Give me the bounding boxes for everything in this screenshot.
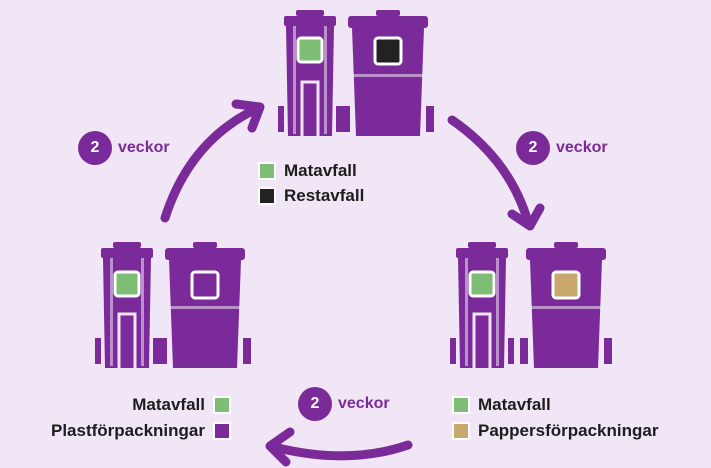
legend-item-top-1: Matavfall: [258, 161, 357, 181]
bin-color-label: [296, 36, 324, 64]
bin-color-label: [551, 270, 581, 300]
arrow-left-to-top-head: [231, 99, 265, 133]
legend-label: Matavfall: [284, 161, 357, 180]
large-bin: [159, 242, 251, 368]
arrow-right-to-left: [273, 440, 413, 461]
legend-label: Plastförpackningar: [51, 421, 205, 440]
legend-swatch: [452, 422, 470, 440]
arrow-top-to-right-head: [507, 203, 545, 231]
legend-swatch: [452, 396, 470, 414]
legend-item-top-2: Restavfall: [258, 186, 364, 206]
bin-color-label: [190, 270, 220, 300]
legend-label: Restavfall: [284, 186, 365, 205]
interval-number: 2: [516, 131, 550, 165]
small-bin: [93, 240, 161, 370]
interval-badge-bottom: 2 veckor: [298, 387, 390, 421]
arrow-left-to-top: [160, 103, 263, 223]
legend-label: Pappersförpackningar: [478, 421, 659, 440]
interval-number: 2: [78, 131, 112, 165]
arrow-top-to-right: [447, 115, 533, 227]
interval-badge-top-right: 2 veckor: [516, 131, 608, 165]
station-right: [448, 240, 612, 370]
legend-item-left-1: Matavfall: [132, 395, 231, 415]
bin-color-label: [468, 270, 496, 298]
legend-swatch: [258, 187, 276, 205]
bin-color-label: [373, 36, 403, 66]
legend-item-right-1: Matavfall: [452, 395, 551, 415]
large-bin: [520, 242, 612, 368]
legend-swatch: [213, 396, 231, 414]
station-left: [93, 240, 251, 370]
interval-unit: veckor: [338, 395, 390, 412]
legend-swatch: [213, 422, 231, 440]
arrow-right-to-left-head: [265, 427, 295, 467]
legend-label: Matavfall: [132, 395, 205, 414]
interval-unit: veckor: [118, 139, 170, 156]
cycle-arrows: [160, 99, 545, 467]
small-bin: [276, 8, 344, 138]
interval-badge-top-left: 2 veckor: [78, 131, 170, 165]
large-bin: [342, 10, 434, 136]
small-bin: [448, 240, 516, 370]
legend-swatch: [258, 162, 276, 180]
legend-label: Matavfall: [478, 395, 551, 414]
legend-item-left-2: Plastförpackningar: [51, 421, 231, 441]
interval-unit: veckor: [556, 139, 608, 156]
interval-number: 2: [298, 387, 332, 421]
bin-color-label: [113, 270, 141, 298]
legend-item-right-2: Pappersförpackningar: [452, 421, 658, 441]
station-top: [276, 8, 434, 138]
